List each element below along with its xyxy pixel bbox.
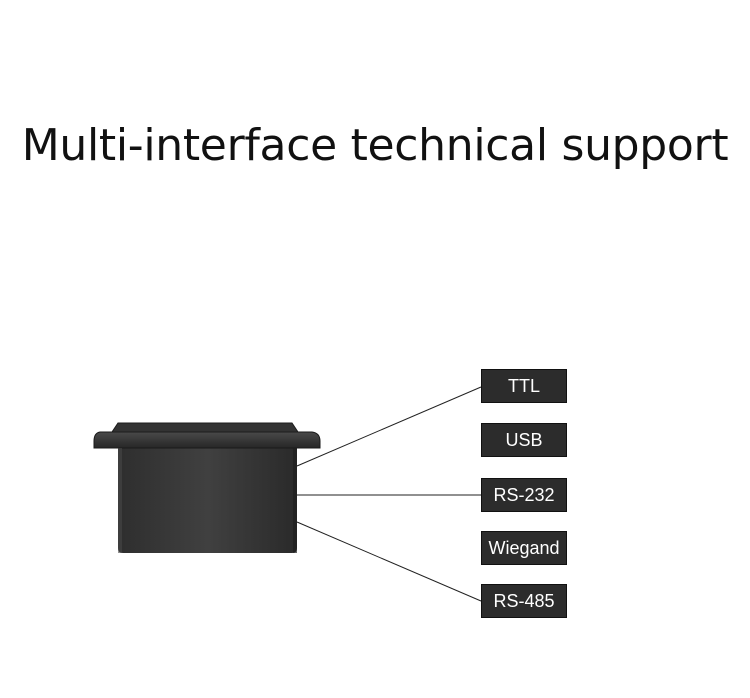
card-reader-device-icon: [93, 422, 321, 553]
page-title: Multi-interface technical support: [21, 120, 729, 171]
connector-line-ttl: [296, 386, 482, 467]
interface-tag-wiegand: Wiegand: [481, 531, 567, 565]
connector-line-rs-485: [296, 521, 482, 602]
interface-tag-usb: USB: [481, 423, 567, 457]
interface-tag-ttl: TTL: [481, 369, 567, 403]
interface-tag-rs-485: RS-485: [481, 584, 567, 618]
interface-tag-rs-232: RS-232: [481, 478, 567, 512]
